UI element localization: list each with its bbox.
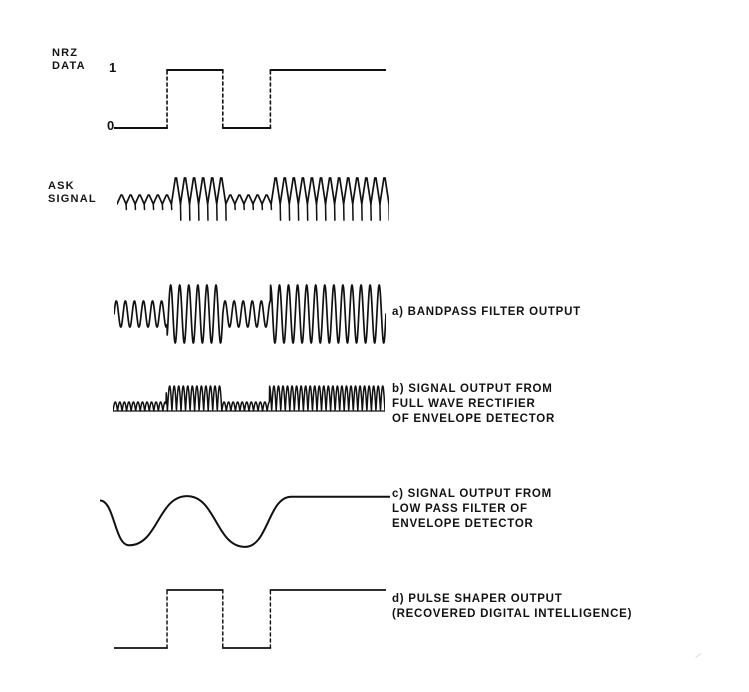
bandpass-filter-output-waveform bbox=[114, 284, 386, 344]
caption-rectifier-output: b) SIGNAL OUTPUT FROM FULL WAVE RECTIFIE… bbox=[392, 383, 556, 425]
caption-pulse-shaper-output: d) PULSE SHAPER OUTPUT (RECOVERED DIGITA… bbox=[392, 593, 633, 620]
nrz-data-waveform bbox=[114, 69, 386, 129]
nrz-level-high-label: 1 bbox=[109, 60, 117, 75]
pulse-shaper-output-waveform bbox=[114, 589, 386, 649]
caption-bandpass-filter-output: a) BANDPASS FILTER OUTPUT bbox=[392, 306, 581, 318]
rectifier-output-waveform bbox=[113, 385, 385, 412]
nrz-level-low-label: 0 bbox=[107, 118, 115, 133]
ask-signal-row-label: ASK SIGNAL bbox=[48, 180, 97, 205]
ask-signal-waveform bbox=[117, 177, 389, 221]
lowpass-filter-output-waveform bbox=[100, 495, 390, 548]
nrz-data-row-label: NRZ DATA bbox=[52, 47, 86, 72]
caption-lowpass-filter-output: c) SIGNAL OUTPUT FROM LOW PASS FILTER OF… bbox=[392, 488, 552, 530]
scan-artifact-speck bbox=[695, 653, 702, 658]
